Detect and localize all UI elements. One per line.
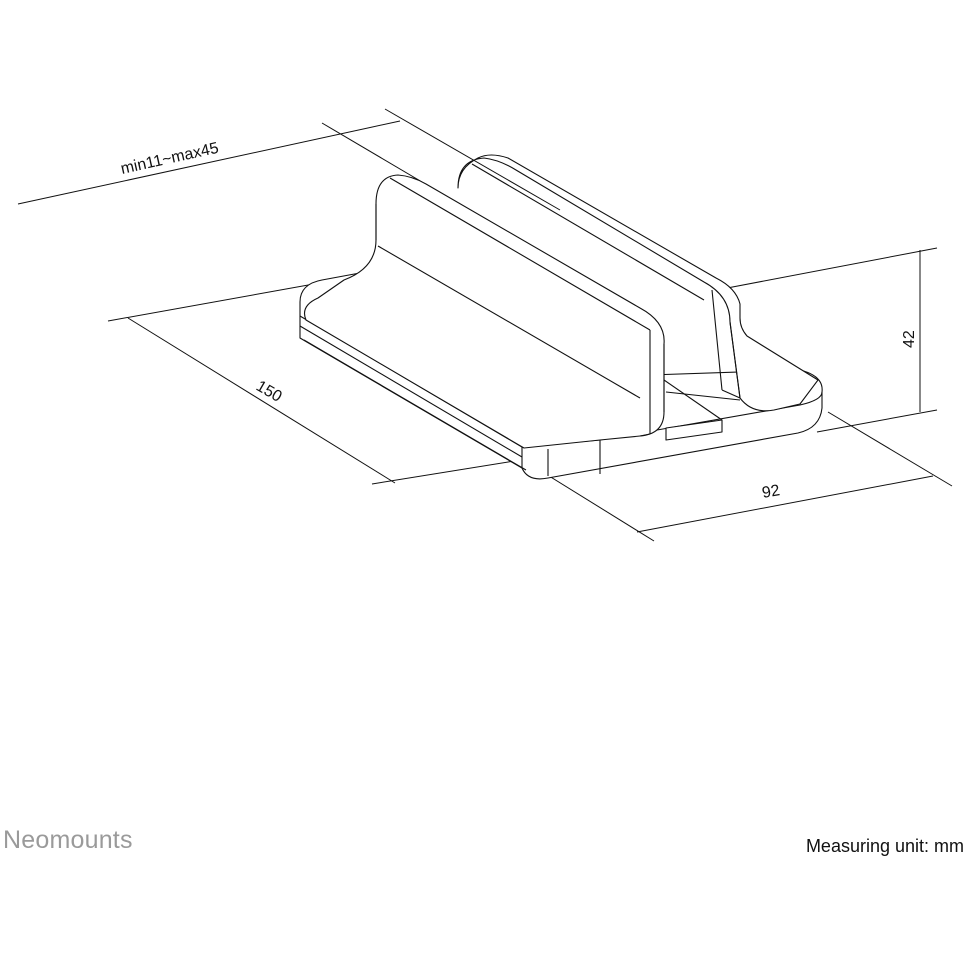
height-label: 42 bbox=[901, 330, 918, 348]
width-label: 92 bbox=[761, 482, 782, 502]
stand-outline bbox=[299, 154, 823, 480]
length-label: 150 bbox=[253, 378, 285, 406]
slot-width-label: min11~max45 bbox=[119, 140, 220, 178]
brand-logo: Neomounts bbox=[3, 826, 133, 854]
slot-gap bbox=[665, 419, 723, 441]
rear-upright bbox=[457, 154, 819, 412]
front-upright bbox=[303, 174, 665, 449]
unit-note: Measuring unit: mm bbox=[805, 836, 964, 856]
dimension-lines bbox=[17, 108, 953, 542]
